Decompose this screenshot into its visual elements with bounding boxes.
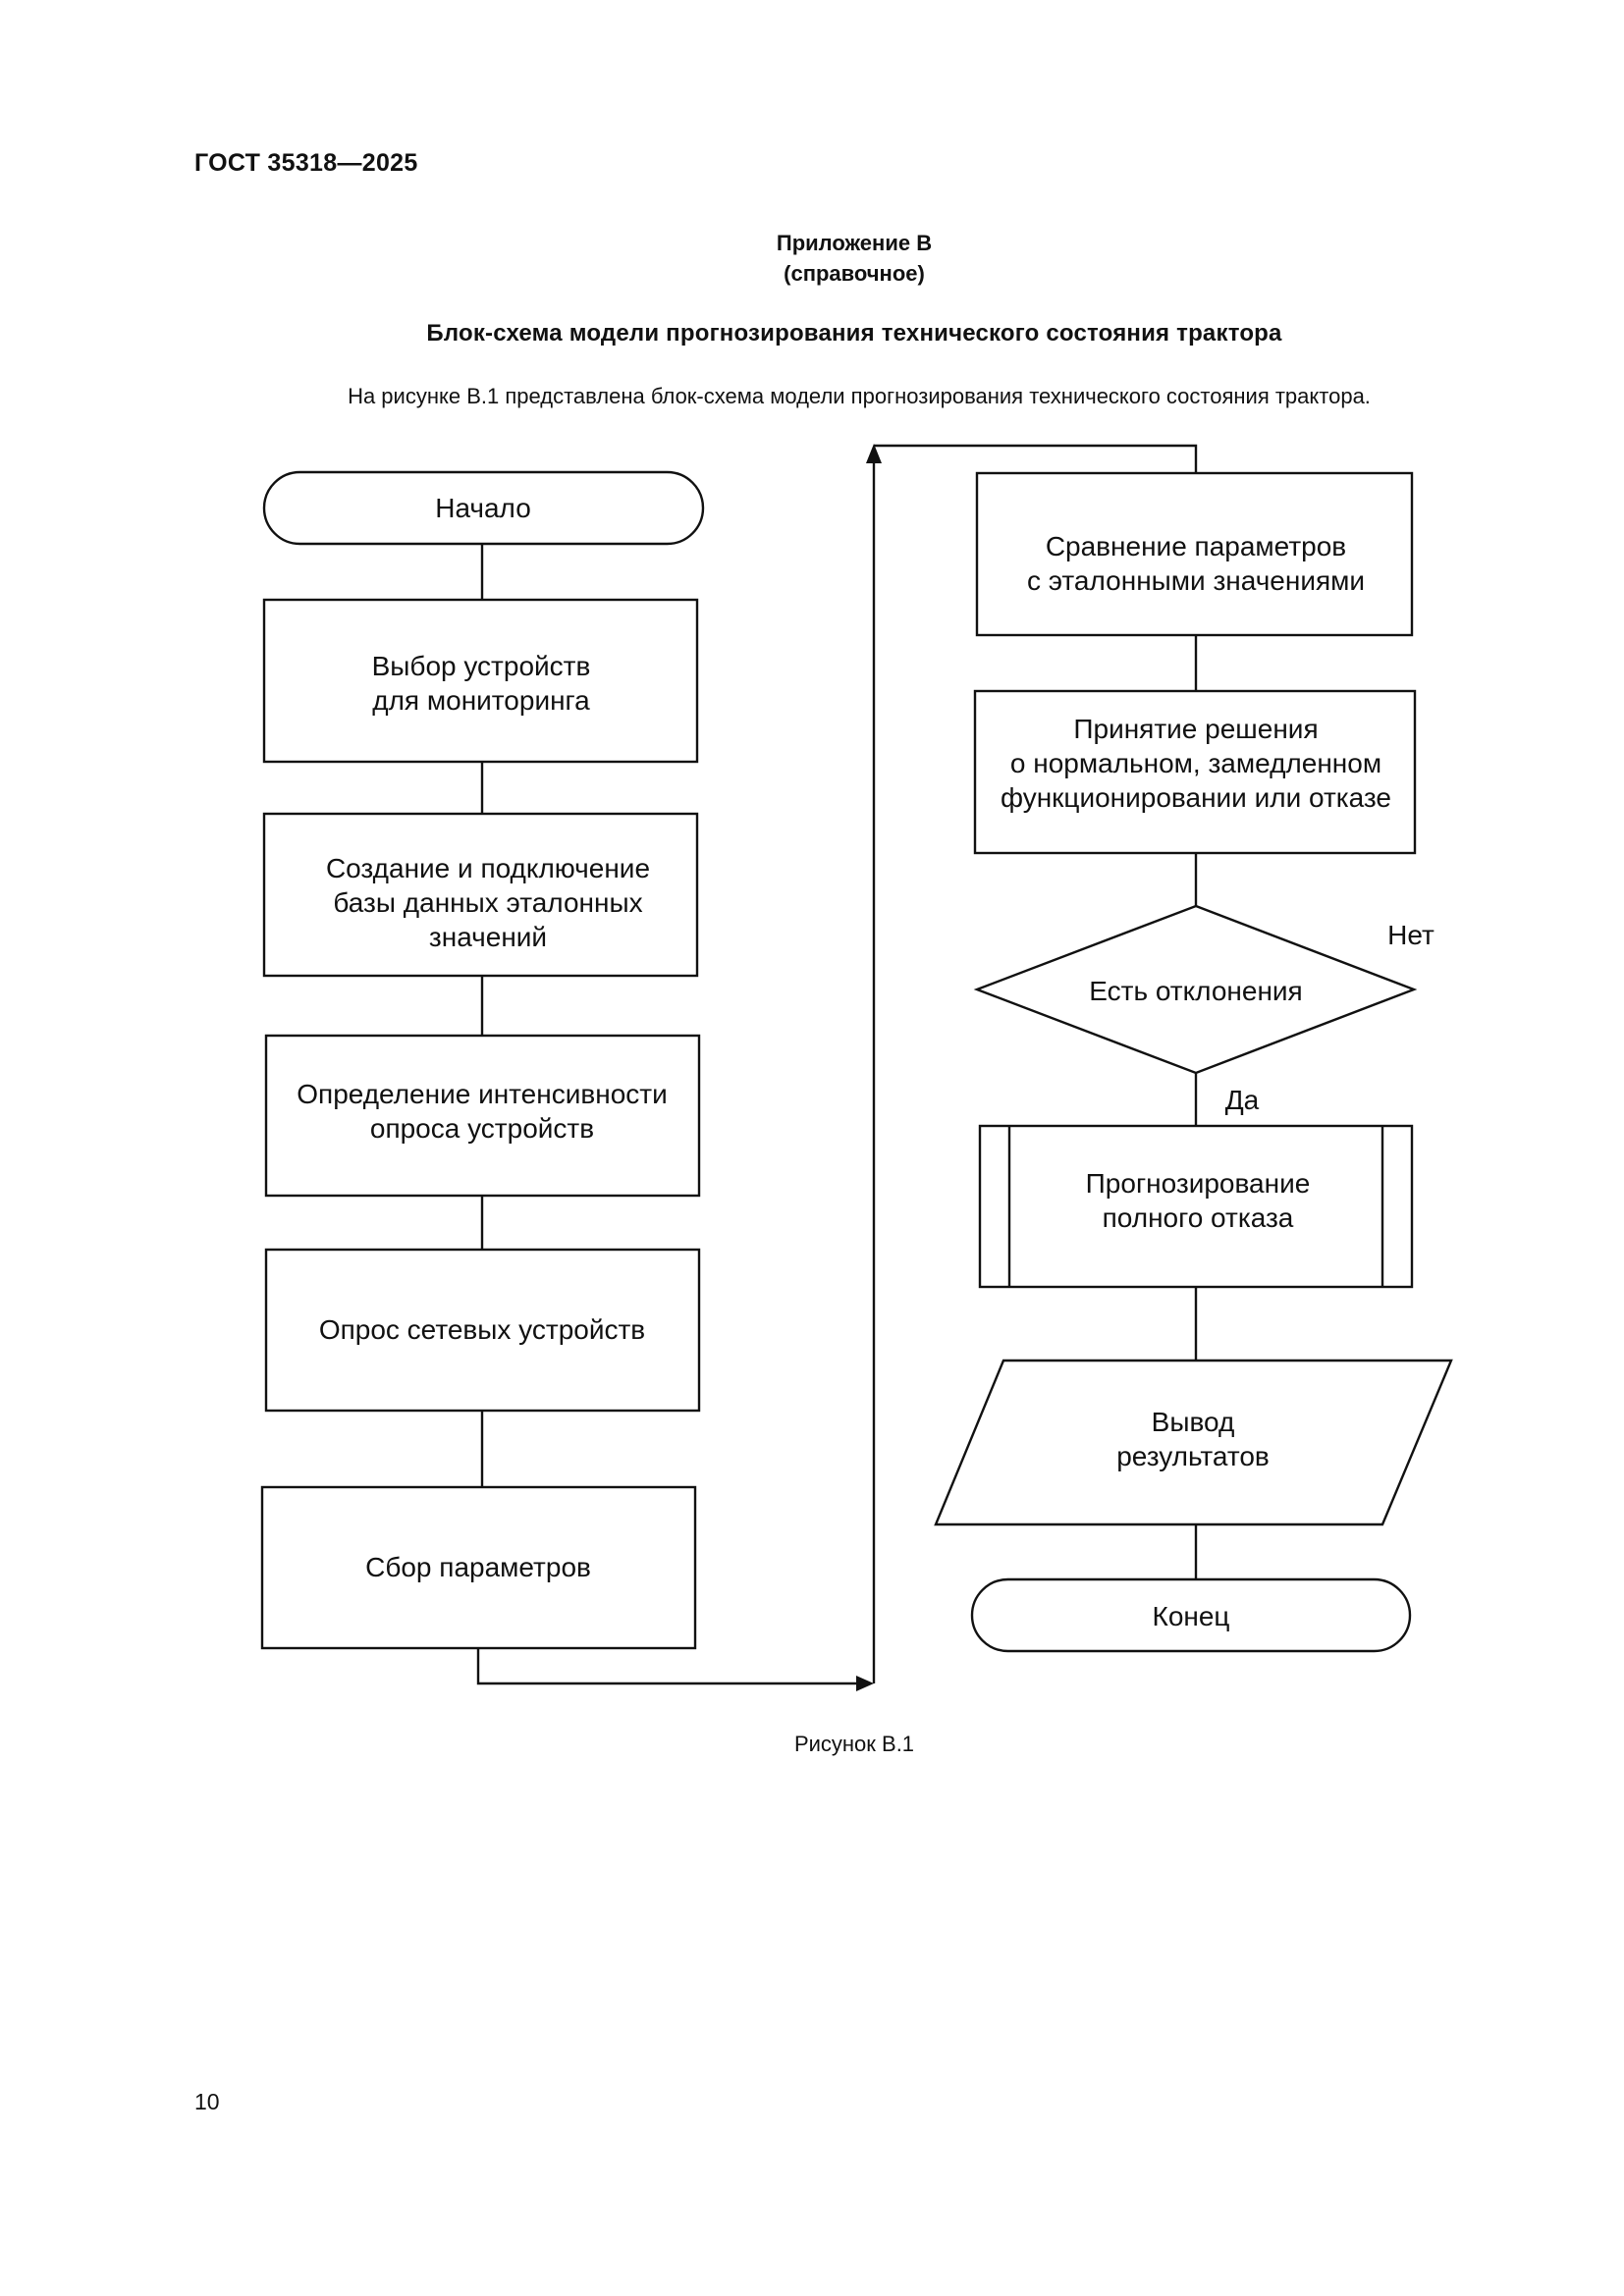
output-parallelogram (934, 1359, 1453, 1526)
forecast-line-1: Прогнозирование (1086, 1168, 1311, 1199)
appendix-type: (справочное) (784, 261, 925, 286)
end-label: Конец (1153, 1601, 1230, 1631)
arrowhead-right (856, 1676, 874, 1691)
compare-line-1: Сравнение параметров (1046, 531, 1346, 561)
collect-parameters-box (260, 1485, 697, 1650)
appendix-title: Приложение В (776, 231, 933, 255)
page-number: 10 (194, 2089, 220, 2114)
select-devices-box (262, 598, 699, 764)
connector-collect-return (476, 1648, 858, 1685)
section-heading: Блок-схема модели прогнозирования технич… (426, 320, 1282, 347)
poll-devices-box (264, 1248, 701, 1413)
appendix-heading: Приложение В (справочное) (0, 228, 1624, 289)
forecast-process-box (978, 1124, 1414, 1289)
output-line-1: Вывод (1152, 1407, 1235, 1437)
intensity-line-2: опроса устройств (370, 1113, 594, 1144)
connector-to-compare (874, 444, 1198, 473)
no-branch-label: Нет (1387, 920, 1435, 950)
intensity-line-1: Определение интенсивности (297, 1079, 667, 1109)
end-terminator (970, 1577, 1412, 1653)
document-code: ГОСТ 35318—2025 (194, 149, 418, 177)
output-line-2: результатов (1116, 1441, 1270, 1471)
database-line-3: значений (429, 922, 547, 952)
poll-devices-label: Опрос сетевых устройств (319, 1314, 645, 1345)
compare-box (975, 471, 1414, 637)
database-line-1: Создание и подключение (326, 853, 650, 883)
deviation-label: Есть отклонения (1089, 976, 1302, 1006)
decision-line-1: Принятие решения (1073, 714, 1318, 744)
select-devices-line-2: для мониторинга (372, 685, 590, 716)
start-terminator (262, 470, 705, 546)
decision-line-2: о нормальном, замедленном (1010, 748, 1381, 778)
database-line-2: базы данных эталонных (333, 887, 642, 918)
collect-parameters-label: Сбор параметров (365, 1552, 591, 1582)
compare-line-2: с эталонными значениями (1027, 565, 1365, 596)
intensity-box (264, 1034, 701, 1198)
decision-box (973, 689, 1417, 855)
arrowhead-up (866, 444, 882, 463)
database-box (262, 812, 699, 978)
start-label: Начало (435, 493, 531, 523)
yes-branch-label: Да (1225, 1085, 1260, 1115)
intro-paragraph: На рисунке В.1 представлена блок-схема м… (348, 384, 1371, 408)
forecast-line-2: полного отказа (1103, 1202, 1294, 1233)
decision-line-3: функционировании или отказе (1001, 782, 1391, 813)
figure-caption: Рисунок В.1 (793, 1732, 915, 1756)
select-devices-line-1: Выбор устройств (372, 651, 591, 681)
deviation-diamond (973, 904, 1418, 1075)
